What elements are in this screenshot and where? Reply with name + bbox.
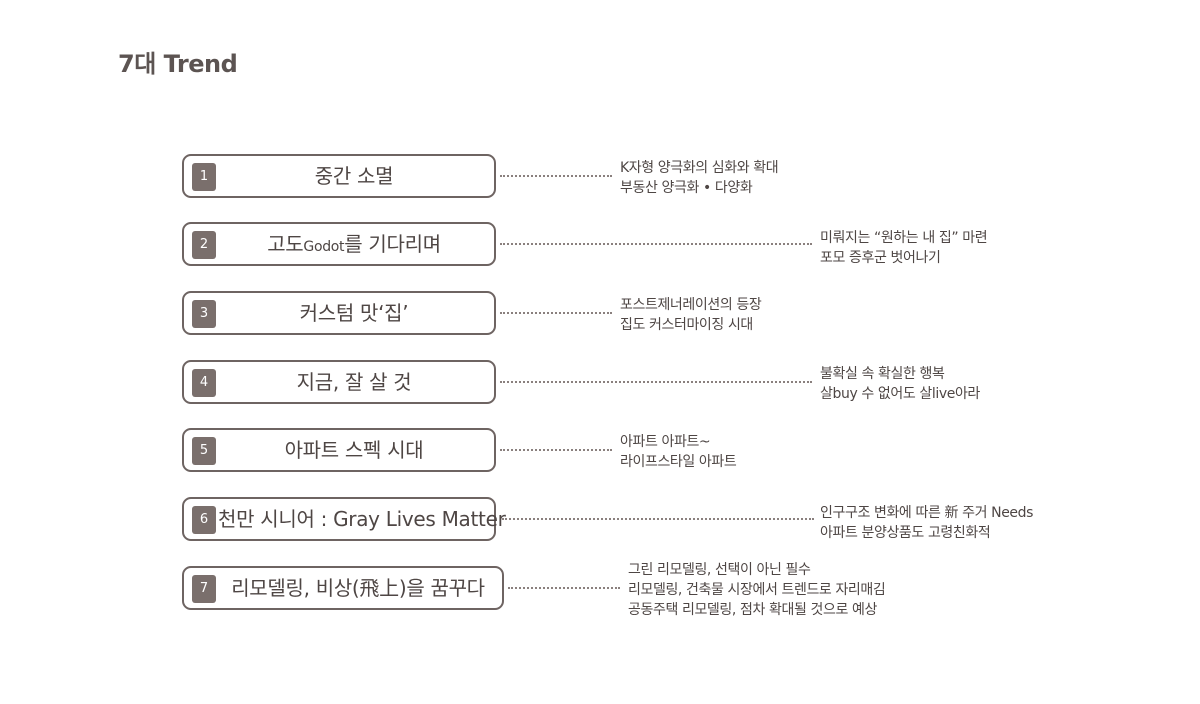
trend-description: 아파트 아파트~ 라이프스타일 아파트 [620, 432, 737, 472]
trend-description-line: 리모델링, 건축물 시장에서 트렌드로 자리매김 [628, 582, 886, 598]
trend-description-line: 포모 증후군 벗어나기 [820, 250, 941, 266]
trend-title: 아파트 스펙 시대 [284, 438, 424, 462]
leader-line [500, 449, 612, 451]
trend-number-badge: 5 [192, 437, 216, 465]
trend-description-line: 미뤄지는 “원하는 내 집” 마련 [820, 230, 988, 246]
trend-item-3: 3 커스텀 맛‘집’ 포스트제너레이션의 등장 집도 커스터마이징 시대 [0, 291, 1200, 339]
leader-line [500, 175, 612, 177]
trend-description-line: 공동주택 리모델링, 점차 확대될 것으로 예상 [628, 602, 877, 618]
trend-description-line: 포스트제너레이션의 등장 [620, 297, 762, 313]
trend-title-part: Godot [303, 239, 345, 255]
trend-description-line: 집도 커스터마이징 시대 [620, 317, 753, 333]
trend-title: 리모델링, 비상(飛上)을 꿈꾸다 [231, 576, 485, 600]
trend-box: 5 아파트 스펙 시대 [182, 428, 496, 472]
trend-description: 인구구조 변화에 따른 新 주거 Needs 아파트 분양상품도 고령친화적 [820, 503, 1033, 543]
trend-description: K자형 양극화의 심화와 확대 부동산 양극화 • 다양화 [620, 158, 779, 198]
trend-description-line: K자형 양극화의 심화와 확대 [620, 160, 779, 176]
trend-number-badge: 7 [192, 575, 216, 603]
trend-description-line: 아파트 아파트~ [620, 434, 711, 450]
trend-item-4: 4 지금, 잘 살 것 불확실 속 확실한 행복 살buy 수 없어도 살liv… [0, 360, 1200, 408]
trend-box: 6 천만 시니어 : Gray Lives Matter [182, 497, 506, 541]
leader-line [508, 587, 620, 589]
trend-item-7: 7 리모델링, 비상(飛上)을 꿈꾸다 그린 리모델링, 선택이 아닌 필수 리… [0, 562, 1200, 626]
leader-line [500, 381, 812, 383]
trend-description-line: 인구구조 변화에 따른 新 주거 Needs [820, 505, 1034, 521]
trend-box: 2 고도Godot를 기다리며 [182, 222, 496, 266]
trend-number-badge: 3 [192, 300, 216, 328]
trend-number-badge: 2 [192, 231, 216, 259]
trend-box: 1 중간 소멸 [182, 154, 496, 198]
leader-line [500, 312, 612, 314]
trend-box: 7 리모델링, 비상(飛上)을 꿈꾸다 [182, 566, 504, 610]
trend-description-line: 부동산 양극화 • 다양화 [620, 180, 753, 196]
trend-title: 커스텀 맛‘집’ [299, 301, 409, 325]
trend-number-badge: 1 [192, 163, 216, 191]
trend-description-line: 불확실 속 확실한 행복 [820, 366, 945, 382]
trend-title-part: 고도 [267, 232, 304, 256]
leader-line [500, 243, 812, 245]
trend-box: 4 지금, 잘 살 것 [182, 360, 496, 404]
leader-line [502, 518, 814, 520]
trend-description: 그린 리모델링, 선택이 아닌 필수 리모델링, 건축물 시장에서 트렌드로 자… [628, 560, 886, 620]
trend-description-line: 그린 리모델링, 선택이 아닌 필수 [628, 562, 811, 578]
trend-description: 미뤄지는 “원하는 내 집” 마련 포모 증후군 벗어나기 [820, 228, 988, 268]
trend-title: 고도Godot를 기다리며 [218, 224, 490, 264]
trend-description: 불확실 속 확실한 행복 살buy 수 없어도 살live아라 [820, 364, 980, 404]
trend-number-badge: 6 [192, 506, 216, 534]
trend-description-line: 아파트 분양상품도 고령친화적 [820, 525, 991, 541]
trend-description: 포스트제너레이션의 등장 집도 커스터마이징 시대 [620, 295, 762, 335]
trend-title: 중간 소멸 [314, 164, 394, 188]
trend-item-2: 2 고도Godot를 기다리며 미뤄지는 “원하는 내 집” 마련 포모 증후군… [0, 222, 1200, 270]
trend-title-part: 를 기다리며 [344, 232, 441, 256]
page-title: 7대 Trend [118, 50, 238, 78]
trend-item-6: 6 천만 시니어 : Gray Lives Matter 인구구조 변화에 따른… [0, 497, 1200, 545]
trend-description-line: 살buy 수 없어도 살live아라 [820, 386, 980, 402]
trend-title: 천만 시니어 : Gray Lives Matter [218, 507, 506, 531]
trend-item-1: 1 중간 소멸 K자형 양극화의 심화와 확대 부동산 양극화 • 다양화 [0, 154, 1200, 202]
trend-number-badge: 4 [192, 369, 216, 397]
trend-description-line: 라이프스타일 아파트 [620, 454, 737, 470]
trend-box: 3 커스텀 맛‘집’ [182, 291, 496, 335]
trend-title: 지금, 잘 살 것 [296, 370, 412, 394]
trend-item-5: 5 아파트 스펙 시대 아파트 아파트~ 라이프스타일 아파트 [0, 428, 1200, 476]
